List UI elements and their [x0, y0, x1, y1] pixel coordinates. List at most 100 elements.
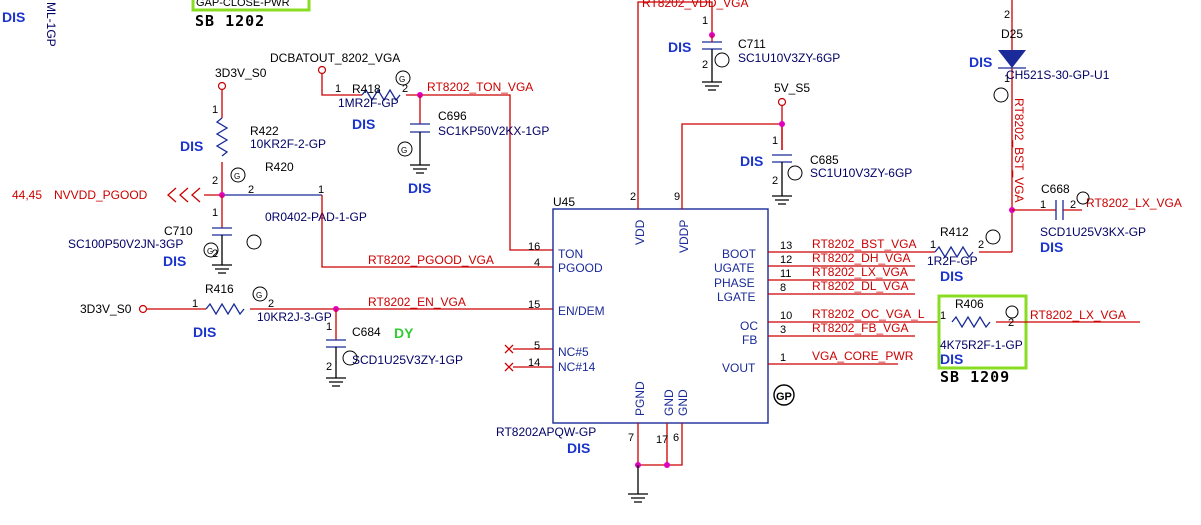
pin-vddp-name: VDDP	[677, 220, 691, 253]
r406-sb-label: SB 1209	[940, 368, 1010, 386]
pin-phase-num: 11	[780, 268, 791, 280]
pin-ton-num: 16	[528, 241, 540, 253]
d25-gp-icon	[993, 87, 1009, 103]
u45-ic-body	[552, 208, 769, 424]
r406-pin2: 2	[1008, 317, 1014, 329]
r416-resistor	[205, 302, 245, 316]
pin-fb-name: FB	[742, 333, 757, 347]
r418-ref: R418	[352, 82, 381, 96]
r422-gp-icon: G	[230, 167, 246, 183]
gap-close-pwr-highlight	[191, 0, 311, 12]
pin-fb-num: 3	[780, 324, 786, 336]
c696-value: SC1KP50V2KX-1GP	[438, 124, 549, 138]
pin-pgood-name: PGOOD	[558, 261, 603, 275]
c684-ref: C684	[352, 325, 381, 339]
dl-net-label: RT8202_DL_VGA	[812, 279, 909, 293]
nc-marker-icon	[504, 344, 514, 372]
c711-capacitor	[702, 41, 722, 50]
pin-vdd-num: 2	[630, 191, 636, 203]
nvvdd-pgood-net-label: NVVDD_PGOOD	[54, 188, 148, 202]
c684-dy: DY	[394, 325, 414, 341]
c696-gp-icon: G	[397, 141, 413, 157]
u45-ref: U45	[553, 195, 575, 209]
r420-ref: R420	[265, 160, 294, 174]
pin-vout-name: VOUT	[722, 361, 756, 375]
c668-pin2: 2	[1070, 199, 1076, 211]
pin-gnd2-num: 6	[673, 432, 679, 444]
c710-ground-icon	[212, 235, 232, 274]
r406-ref: R406	[955, 297, 984, 311]
pin-ton-name: TON	[558, 247, 583, 261]
c668-value: SCD1U25V3KX-GP	[1040, 225, 1146, 239]
c685-dis: DIS	[740, 153, 763, 169]
pin-pgnd-name: PGND	[633, 381, 647, 416]
pin-lgate-name: LGATE	[717, 290, 755, 304]
r418-value: 1MR2F-GP	[338, 96, 399, 110]
r416-dis: DIS	[193, 324, 216, 340]
c710-dis: DIS	[163, 253, 186, 269]
pin-vdd-name: VDD	[633, 219, 647, 245]
dcbatout-net-label: DCBATOUT_8202_VGA	[270, 51, 400, 65]
pgood-in-ref: 44,45	[12, 188, 42, 202]
r422-pin1: 1	[212, 104, 218, 116]
ic-ground-icon	[628, 465, 648, 503]
d25-value: CH521S-30-GP-U1	[1006, 68, 1110, 82]
c684-gp-icon	[342, 350, 358, 366]
pin-boot-name: BOOT	[722, 247, 757, 261]
r406-dis: DIS	[940, 351, 963, 367]
pin-phase-name: PHASE	[714, 276, 755, 290]
c668-gp-icon	[1076, 191, 1090, 205]
c685-pin2: 2	[772, 175, 778, 187]
pin-ugate-name: UGATE	[714, 261, 754, 275]
d25-pin2: 2	[1004, 9, 1010, 21]
c684-capacitor	[326, 339, 346, 348]
svg-text:G: G	[234, 172, 240, 181]
bst-out-net-label: RT8202_BST_VGA	[812, 237, 917, 251]
r412-pin2: 2	[978, 239, 984, 251]
c696-ground-icon	[410, 132, 430, 174]
gnd-junction-2	[664, 462, 670, 468]
pin-vout-num: 1	[780, 352, 786, 364]
r412-dis: DIS	[940, 268, 963, 284]
c685-pin1: 1	[772, 135, 778, 147]
pin-gnd1-name: GND	[662, 389, 676, 416]
c684-value: SCD1U25V3ZY-1GP	[352, 353, 463, 367]
svg-text:G: G	[401, 146, 407, 155]
offpage-connector-icon	[167, 187, 201, 203]
pin-gnd2-name: GND	[676, 389, 690, 416]
r422-ref: R422	[250, 124, 279, 138]
pin-vddp-num: 9	[674, 191, 680, 203]
c696-capacitor	[410, 123, 430, 133]
pin-en-name: EN/DEM	[558, 304, 605, 318]
5v-s5-connector	[777, 97, 787, 107]
r412-pin1: 1	[930, 239, 936, 251]
pin-gnd1-num: 17	[656, 434, 668, 446]
pin-nc14-num: 14	[528, 357, 540, 369]
pin-pgnd-num: 7	[628, 432, 634, 444]
r418-pin1: 1	[335, 83, 341, 95]
svg-text:G: G	[256, 291, 262, 300]
u45-dis: DIS	[567, 440, 590, 456]
vdd-vga-net-label: RT8202_VDD_VGA	[642, 0, 749, 10]
r418-pin2: 2	[402, 83, 408, 95]
c684-pin2: 2	[326, 361, 332, 373]
en-vga-net-label: RT8202_EN_VGA	[368, 295, 466, 309]
r412-gp-icon	[985, 229, 1001, 245]
c696-dis: DIS	[408, 180, 431, 196]
3d3v-left-net-label: 3D3V_S0	[80, 302, 132, 316]
r420-pin1: 1	[318, 184, 324, 196]
r406-resistor	[951, 315, 991, 329]
c711-dis: DIS	[668, 39, 691, 55]
c685-ground-icon	[772, 162, 792, 205]
pin-nc5-num: 5	[534, 340, 540, 352]
r418-resistor	[361, 88, 401, 102]
r422-dis: DIS	[180, 138, 203, 154]
c710-capacitor	[212, 227, 232, 236]
top-left-net-label: ML-1GP	[44, 2, 58, 47]
dh-net-label: RT8202_DH_VGA	[812, 251, 911, 265]
pin-oc-name: OC	[740, 319, 758, 333]
c710-gp-icon: G	[203, 234, 262, 258]
core-net-label: VGA_CORE_PWR	[812, 349, 914, 363]
d25-ref: D25	[1001, 27, 1023, 41]
